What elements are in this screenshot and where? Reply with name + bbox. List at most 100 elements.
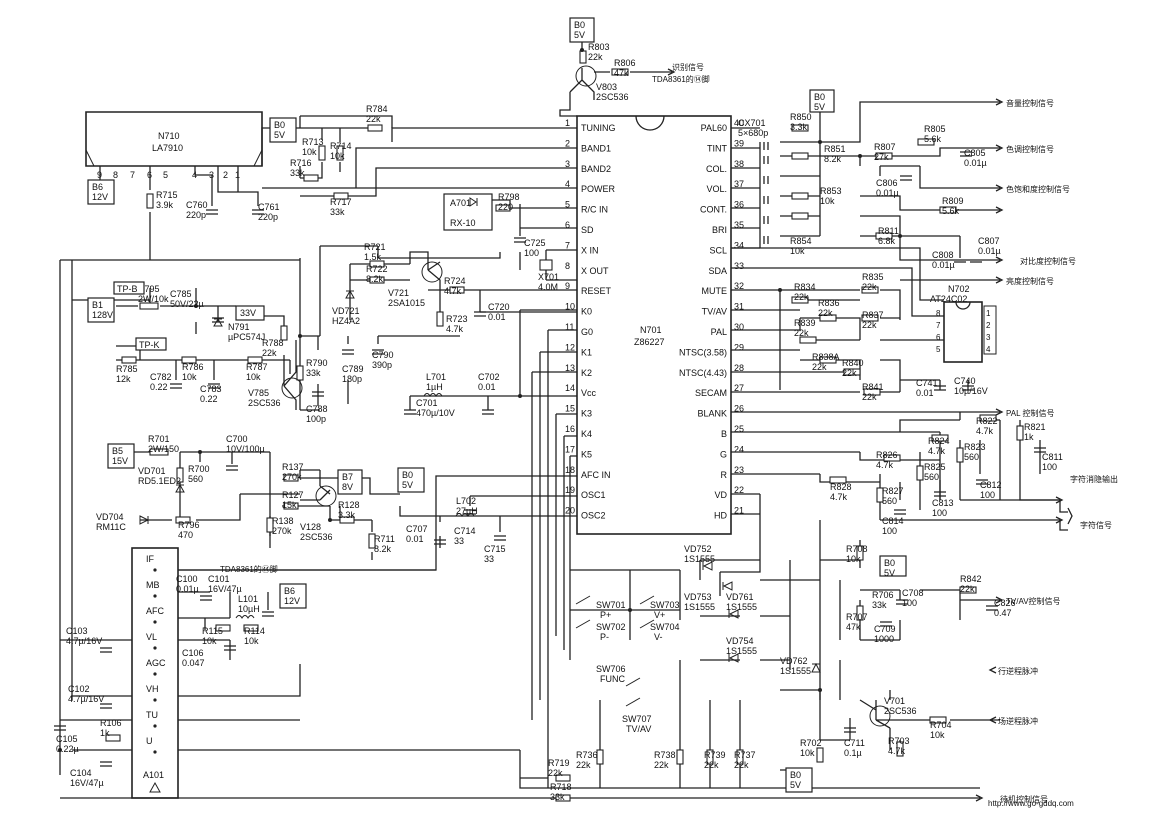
- component-value: 1S1555: [684, 602, 715, 612]
- chip-right-pins: 40PAL6039TINT38COL.37VOL.36CONT.35BRI34S…: [679, 118, 744, 521]
- pin-number: 23: [734, 465, 744, 475]
- component-value: 1µH: [426, 382, 443, 392]
- component-ref: R838A: [812, 352, 840, 362]
- eeprom-name: N702: [948, 284, 970, 294]
- pin-label: OSC2: [581, 511, 606, 521]
- test-point-label: TP-K: [139, 340, 160, 350]
- pin-label: VD: [714, 490, 727, 500]
- signal-tvav: TV/AV控制信号: [1006, 596, 1061, 606]
- pin-number: 8: [936, 309, 941, 318]
- component-ref: R805: [924, 124, 946, 134]
- test-point-tp-b: TP-B: [113, 281, 145, 295]
- component-ref: R702: [800, 738, 822, 748]
- component-ref: R824: [928, 436, 950, 446]
- pin-label: CONT.: [700, 205, 727, 215]
- component-ref: R138: [272, 516, 294, 526]
- component-value: 4.7µ/16V: [66, 636, 102, 646]
- pin-terminal: [153, 724, 157, 728]
- component-ref: R717: [330, 197, 352, 207]
- pin-number: 7: [130, 170, 135, 180]
- component-ref: VD754: [726, 636, 754, 646]
- component-value: 2W/10k: [138, 294, 169, 304]
- component-value: 8.2k: [374, 544, 392, 554]
- component-ref: C812: [980, 480, 1002, 490]
- pin-label: K4: [581, 429, 592, 439]
- component-ref: R796: [178, 520, 200, 530]
- tuner-pin-label: AFC: [146, 606, 165, 616]
- power-tag-v33: 33V: [235, 305, 265, 321]
- component-ref: R106: [100, 718, 122, 728]
- component-value: 0.01: [916, 388, 934, 398]
- watermark-url: http://www.go-gddq.com: [988, 799, 1074, 808]
- pin-number: 5: [936, 345, 941, 354]
- component-ref: R721: [364, 242, 386, 252]
- pin-label: VOL.: [706, 184, 727, 194]
- component-value: 1000: [874, 634, 894, 644]
- component-value: 33k: [550, 792, 565, 802]
- component-value: 100: [882, 526, 897, 536]
- component-ref: V721: [388, 288, 409, 298]
- pin-label: R: [721, 470, 728, 480]
- component-value: 22k: [794, 292, 809, 302]
- pin-number: 39: [734, 138, 744, 148]
- pin-label: BLANK: [697, 409, 727, 419]
- component-value: 10k: [330, 151, 345, 161]
- component-ref: R708: [846, 544, 868, 554]
- component-value: 22k: [704, 760, 719, 770]
- pin-label: TUNING: [581, 123, 616, 133]
- pin-number: 2: [223, 170, 228, 180]
- pin-label: NTSC(3.58): [679, 347, 727, 357]
- component-value: 1k: [1024, 432, 1034, 442]
- component-value: 10k: [302, 147, 317, 157]
- signal-labels: 识别信号 TDA8361的⑭脚 音量控制信号 色调控制信号 色饱和度控制信号 对…: [220, 62, 1118, 808]
- power-tag-name: B0: [790, 770, 801, 780]
- component-value: 3.9k: [156, 200, 174, 210]
- component-value: 100: [1042, 462, 1057, 472]
- power-tag-name: B0: [574, 20, 585, 30]
- pin-label: K3: [581, 409, 592, 419]
- component-value: 10k: [800, 748, 815, 758]
- component-value: RM11C: [96, 522, 126, 532]
- ir-receiver-a701: A701 RX-10: [443, 193, 493, 231]
- pin-number: 22: [734, 485, 744, 495]
- switch-ref: SW706: [596, 664, 626, 674]
- test-point-label: TP-B: [117, 284, 138, 294]
- component-value: 0.01: [478, 382, 496, 392]
- pin-number: 16: [565, 424, 575, 434]
- component-value: 5×680p: [738, 128, 768, 138]
- component-ref: R707: [846, 612, 868, 622]
- pin-label: K1: [581, 347, 592, 357]
